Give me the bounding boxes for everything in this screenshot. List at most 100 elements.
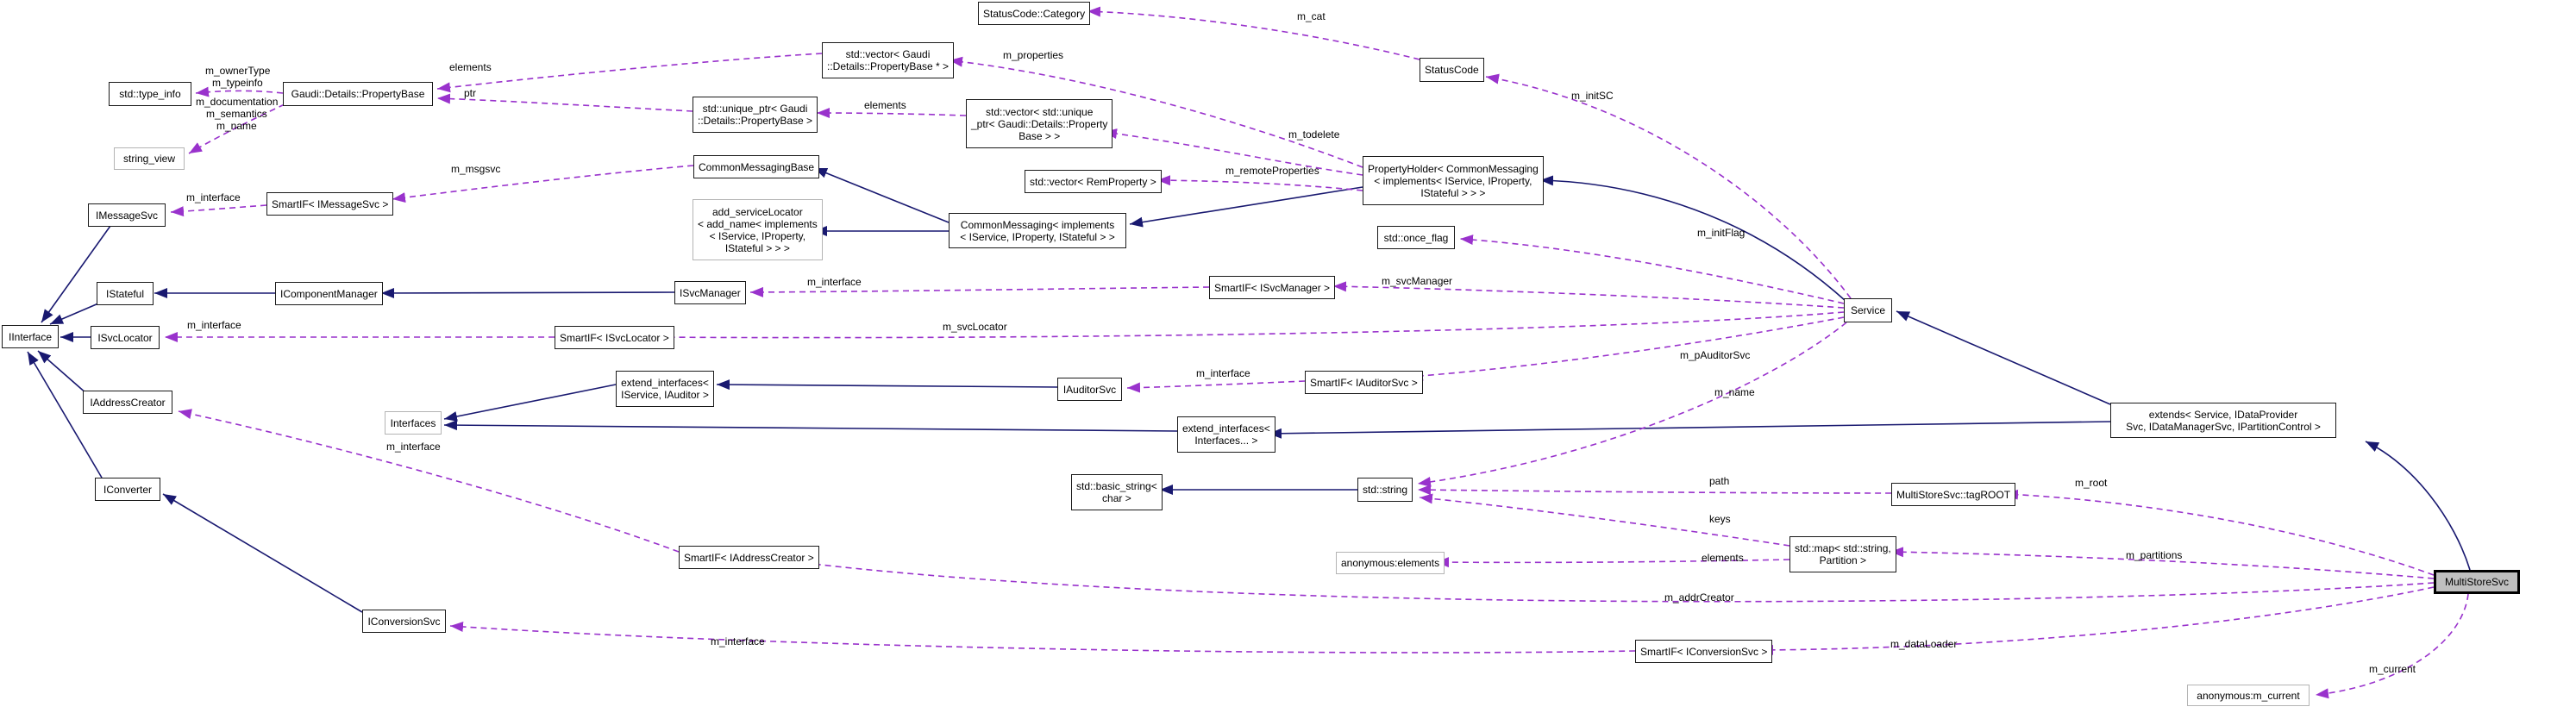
edge-multistoresvc-smartifaddr [790,557,2435,603]
edge-service-smartifsvclocator [650,311,1845,343]
class-node-std-map-partition[interactable]: std::map< std::string, Partition > [1789,536,1896,572]
edge-uniqueptr-propertybase [436,93,693,112]
edge-extends-service [1896,310,2111,405]
edge-label-m-initflag: m_initFlag [1697,227,1746,239]
edge-service-smartifauditor [1409,316,1845,381]
class-node-commonmessaging-implements[interactable]: CommonMessaging< implements < IService, … [949,213,1126,248]
edge-extends-extendif2 [1268,421,2111,439]
class-node-smartif-iaddresscreator[interactable]: SmartIF< IAddressCreator > [679,546,819,569]
edge-smartifaddr-iaddresscreator [178,409,680,553]
edge-smartifsvcmanager-isvcmanager [749,286,1210,297]
edge-service-smartifsvcmanager [1332,281,1845,309]
class-node-service[interactable]: Service [1844,298,1892,322]
edge-label-m-partitions: m_partitions [2126,549,2183,561]
class-node-extends[interactable]: extends< Service, IDataProvider Svc, IDa… [2110,403,2336,438]
edge-label-m-ownertype: m_ownerType [205,65,271,77]
edge-extendif1-interfaces [443,384,617,422]
class-node-std-basic-string[interactable]: std::basic_string< char > [1071,474,1163,510]
edge-service-onceflag [1459,235,1845,304]
edge-label-m-interface-isvcmanager: m_interface [807,276,862,288]
edge-label-m-interface-isvclocator: m_interface [187,319,241,331]
class-node-statuscode[interactable]: StatusCode [1420,58,1484,82]
class-node-std-type-info[interactable]: std::type_info [109,82,191,106]
edge-iaddresscreator-iinterface [37,350,88,395]
class-node-extend-interfaces-iservice-iauditor[interactable]: extend_interfaces< IService, IAuditor > [616,371,714,407]
edge-label-m-addrcreator: m_addrCreator [1664,591,1734,604]
class-node-isvcmanager[interactable]: ISvcManager [674,281,746,304]
class-node-multistoresvc-tagroot[interactable]: MultiStoreSvc::tagROOT [1891,483,2016,506]
edge-label-m-semantics: m_semantics [206,108,267,120]
class-node-string-view: string_view [114,147,185,170]
edge-label-m-typeinfo: m_typeinfo [212,77,263,89]
edge-service-statuscode [1485,73,1852,299]
class-node-istateful[interactable]: IStateful [97,282,154,305]
class-node-vector-unique-ptr[interactable]: std::vector< std::unique _ptr< Gaudi::De… [966,99,1113,148]
edge-label-m-interface-iaddresscreator: m_interface [386,441,441,453]
class-node-anonymous-m-current: anonymous:m_current [2187,685,2310,706]
edge-label-m-initsc: m_initSC [1571,90,1614,102]
class-node-smartif-isvcmanager[interactable]: SmartIF< ISvcManager > [1209,276,1336,299]
class-node-commonmessagingbase[interactable]: CommonMessagingBase [693,155,820,178]
edge-label-m-svclocator: m_svcLocator [943,321,1007,333]
edge-multistoresvc-tagroot [2004,489,2435,576]
class-node-iauditorsvc[interactable]: IAuditorSvc [1057,378,1122,401]
edge-label-m-pauditorsvc: m_pAuditorSvc [1680,349,1751,361]
class-node-iaddresscreator[interactable]: IAddressCreator [83,391,172,414]
class-node-imessagesvc[interactable]: IMessageSvc [88,203,166,227]
edge-label-m-name-service: m_name [1714,386,1755,398]
class-node-icomponentmanager[interactable]: IComponentManager [275,282,383,305]
class-node-smartif-isvclocator[interactable]: SmartIF< ISvcLocator > [555,326,674,349]
class-node-iconversionsvc[interactable]: IConversionSvc [362,610,446,633]
edge-label-m-root: m_root [2075,477,2108,489]
edge-label-m-remoteproperties: m_remoteProperties [1225,165,1319,177]
class-node-iconverter[interactable]: IConverter [95,478,160,501]
edge-propertyholder-vectorptr [949,56,1363,168]
edge-label-m-properties: m_properties [1003,49,1064,61]
edge-iconverter-iinterface [27,351,103,478]
class-node-anonymous-elements: anonymous:elements [1336,552,1445,574]
class-node-propertyholder[interactable]: PropertyHolder< CommonMessaging < implem… [1363,156,1544,205]
edge-label-path: path [1709,475,1730,487]
class-node-gaudi-details-propertybase[interactable]: Gaudi::Details::PropertyBase [283,82,433,106]
edge-statuscode-category [1087,6,1420,60]
class-node-unique-ptr-propertybase[interactable]: std::unique_ptr< Gaudi ::Details::Proper… [693,97,818,133]
class-node-isvclocator[interactable]: ISvcLocator [91,326,160,349]
edge-propertybase-stringview [188,103,285,154]
edge-label-elements-unique-ptr: elements [864,99,906,111]
class-node-add-servicelocator: add_serviceLocator < add_name< implement… [693,199,823,260]
edge-stdmap-stdstring [1419,493,1790,547]
edge-smartifauditor-iauditorsvc [1126,380,1306,393]
edge-label-ptr: ptr [464,87,477,99]
edge-multistoresvc-stdmap [1890,547,2435,579]
class-node-std-string[interactable]: std::string [1357,478,1413,502]
edge-smartifconversion-iconversionsvc [449,622,1636,654]
class-node-smartif-imessagesvc[interactable]: SmartIF< IMessageSvc > [266,192,394,216]
class-node-smartif-iauditorsvc[interactable]: SmartIF< IAuditorSvc > [1305,371,1423,394]
edge-label-m-interface-imessagesvc: m_interface [186,191,241,203]
edge-iconversionsvc-iconverter [162,493,363,613]
edge-istateful-iinterface [49,303,99,325]
edge-propertyholder-vectorunique [1103,128,1363,176]
class-node-std-once-flag[interactable]: std::once_flag [1377,226,1455,249]
class-node-statuscode-category[interactable]: StatusCode::Category [978,2,1091,25]
edge-label-m-cat: m_cat [1297,10,1326,22]
edge-label-m-dataloader: m_dataLoader [1890,638,1958,650]
class-node-interfaces: Interfaces [385,411,442,435]
class-node-smartif-iconversionsvc[interactable]: SmartIF< IConversionSvc > [1635,640,1773,663]
edge-service-stdstring [1417,322,1847,487]
edge-vectorunique-uniqueptr [816,108,967,119]
class-node-vector-remproperty[interactable]: std::vector< RemProperty > [1025,170,1162,193]
class-node-iinterface[interactable]: IInterface [2,325,59,348]
edge-imessagesvc-iinterface [41,225,111,323]
edge-tagroot-stdstring [1417,485,1892,496]
edge-propertyholder-vectorrem [1156,175,1363,191]
edge-multistoresvc-extends [2365,441,2471,571]
edge-commonmessaging-commonmessagingbase [813,167,950,223]
class-node-vector-propertybase-ptr[interactable]: std::vector< Gaudi ::Details::PropertyBa… [822,42,955,78]
edge-iauditorsvc-extendif1 [716,379,1058,391]
edge-commonmessagingbase-smartifmsg [392,165,694,203]
class-node-extend-interfaces-pack[interactable]: extend_interfaces< Interfaces... > [1177,416,1275,453]
edge-label-m-interface-iauditorsvc: m_interface [1196,367,1250,379]
